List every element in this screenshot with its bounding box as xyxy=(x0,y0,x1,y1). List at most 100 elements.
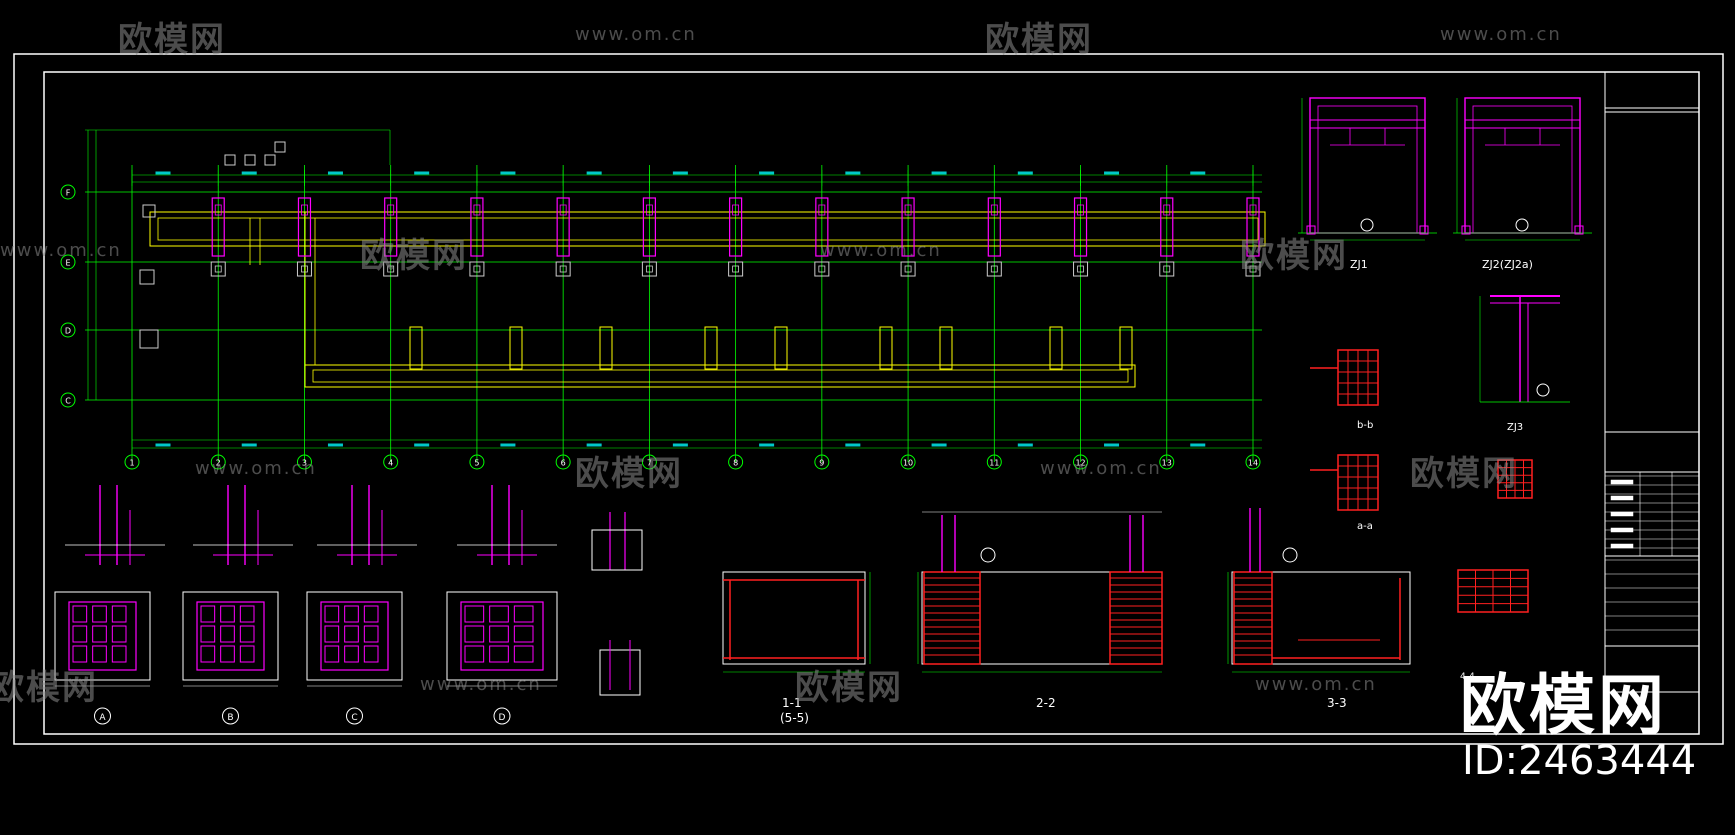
foundation-pad xyxy=(446,591,558,681)
dimension-text-stub xyxy=(155,443,171,447)
foundation-grid-cell xyxy=(344,605,359,623)
axis-letter: F xyxy=(66,189,71,198)
column-anchor xyxy=(1249,204,1257,216)
column-anchor xyxy=(1163,204,1171,216)
watermark-logo: 欧模网 xyxy=(1240,236,1348,276)
foundation-grid-cell xyxy=(344,645,359,663)
foundation-grid-cell xyxy=(464,645,485,663)
watermark-url: www.om.cn xyxy=(1255,674,1377,695)
watermark-url: www.om.cn xyxy=(195,458,317,479)
axis-bubble xyxy=(986,454,1002,470)
section-2-2 xyxy=(921,571,1163,665)
footing-pad xyxy=(296,261,312,277)
section-1-1 xyxy=(722,571,866,665)
foundation-grid-cell xyxy=(72,605,88,623)
lower-trench-inner xyxy=(312,369,1129,383)
watermark-url: www.om.cn xyxy=(0,240,122,261)
footing-bolt xyxy=(990,265,998,273)
foundation-pad xyxy=(54,591,151,681)
dimension-text-stub xyxy=(1190,443,1206,447)
embed-block xyxy=(599,649,641,696)
column-anchor xyxy=(990,204,998,216)
column-anchor xyxy=(904,204,912,216)
foundation-grid-cell xyxy=(111,645,127,663)
footing-pad xyxy=(1073,261,1089,277)
axis-bubble xyxy=(383,454,399,470)
axis-number: 5 xyxy=(474,459,479,468)
foundation-grid-cell xyxy=(464,605,485,623)
footing-bolt xyxy=(1249,265,1257,273)
axis-number: 12 xyxy=(1075,459,1085,468)
footing-bolt xyxy=(214,265,222,273)
footing-bolt xyxy=(301,265,308,273)
dimension-text-stub xyxy=(672,443,688,447)
dimension-text-stub xyxy=(845,171,861,175)
foundation-grid-cell xyxy=(200,645,216,663)
foundation-anchor-plate xyxy=(460,601,544,671)
pit-wall xyxy=(409,326,423,370)
section-bubble xyxy=(1282,547,1298,563)
foundation-pad xyxy=(182,591,279,681)
pit-wall xyxy=(879,326,893,370)
footing-bolt xyxy=(732,265,740,273)
frame-zj2 xyxy=(1464,97,1581,234)
column-pier xyxy=(901,197,915,257)
dimension-text-stub xyxy=(414,443,430,447)
frame-zj1-inner xyxy=(1317,105,1418,234)
watermark-logo: 欧模网 xyxy=(795,668,903,708)
dimension-text-stub xyxy=(327,443,343,447)
axis-number: 1 xyxy=(129,459,134,468)
foundation-grid-cell xyxy=(464,625,485,643)
foundation-anchor-plate xyxy=(68,601,137,671)
axis-number: 13 xyxy=(1162,459,1172,468)
foundation-grid-cell xyxy=(489,625,509,643)
footing-pad xyxy=(274,141,286,153)
footing-pad xyxy=(142,204,156,218)
axis-number: 11 xyxy=(989,459,999,468)
footing-bolt xyxy=(818,265,826,273)
dimension-text-stub xyxy=(414,171,430,175)
footing-pad xyxy=(641,261,657,277)
axis-bubble xyxy=(296,454,312,470)
frame-elevations xyxy=(1298,97,1592,613)
label-bb: b-b xyxy=(1357,420,1373,431)
dimension-text-stub xyxy=(672,171,688,175)
foundation-grid-cell xyxy=(324,645,340,663)
pit-wall xyxy=(774,326,788,370)
section-3-3-wall xyxy=(1233,571,1273,665)
foundation-grid-cell xyxy=(489,645,509,663)
pit-wall xyxy=(509,326,523,370)
footing-bolt xyxy=(904,265,912,273)
foundation-grid-cell xyxy=(489,605,509,623)
column-pier xyxy=(556,197,570,257)
foundation-grid-cell xyxy=(72,625,88,643)
watermark-url: www.om.cn xyxy=(420,674,542,695)
foundation-bubble xyxy=(346,707,363,725)
foundation-label: C xyxy=(351,713,357,723)
watermark-url: www.om.cn xyxy=(575,24,697,45)
column-pier xyxy=(1073,197,1088,257)
footing-bolt xyxy=(473,265,481,273)
foundation-label: B xyxy=(227,713,233,723)
foundation-grid-cell xyxy=(92,625,107,643)
axis-bubble xyxy=(900,454,916,470)
title-text-stub xyxy=(1610,495,1634,501)
detail-bubble xyxy=(1536,383,1550,397)
column-anchor xyxy=(214,204,222,216)
axis-bubble xyxy=(641,454,657,470)
foundation-label: A xyxy=(99,713,106,723)
dimension-text-stub xyxy=(586,443,602,447)
dimension-text-stub xyxy=(1017,443,1033,447)
axis-number: 10 xyxy=(903,459,913,468)
watermark-logo: 欧模网 xyxy=(360,236,468,276)
foundation-grid-cell xyxy=(200,605,216,623)
axis-bubble xyxy=(814,454,830,470)
watermark-logo: 欧模网 xyxy=(1410,454,1518,494)
dimension-text-stub xyxy=(1190,171,1206,175)
dimension-text-stub xyxy=(845,443,861,447)
column-anchor xyxy=(559,204,567,216)
axis-bubble xyxy=(469,454,485,470)
footing-pad xyxy=(244,154,256,166)
trench-inner xyxy=(157,217,1259,241)
